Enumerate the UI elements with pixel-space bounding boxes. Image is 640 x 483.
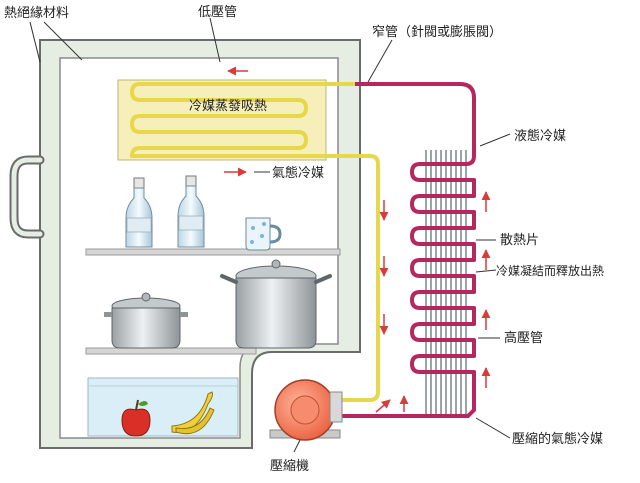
evaporator: 冷媒蒸發吸熱 [117, 79, 370, 161]
flow-arrows [224, 66, 491, 413]
label-liquid-refrigerant: 液態冷媒 [514, 128, 566, 144]
label-low-pressure-pipe: 低壓管 [198, 5, 237, 20]
label-high-pressure-pipe: 高壓管 [504, 330, 543, 346]
leader-lines [29, 17, 511, 453]
compressor-icon [269, 379, 343, 441]
evaporator-label: 冷媒蒸發吸熱 [189, 99, 267, 114]
banana-icon [171, 391, 215, 435]
condenser-coil [355, 82, 476, 390]
label-compressed-gas: 壓縮的氣態冷媒 [512, 431, 603, 447]
label-capillary: 窄管（針閥或膨脹閥） [372, 24, 502, 40]
bottle-icon [125, 177, 153, 248]
discharge-line [335, 390, 476, 418]
apple-icon [121, 399, 151, 437]
mug-icon [245, 217, 282, 251]
label-fins: 散熱片 [500, 233, 539, 248]
low-pressure-line [335, 154, 380, 402]
label-gas-refrigerant: 氣態冷媒 [272, 165, 324, 181]
label-condensing: 冷媒凝結而釋放出熱 [496, 263, 604, 278]
crisper-drawer [87, 377, 239, 437]
pot-icon [220, 259, 332, 349]
door-handle [9, 155, 45, 239]
label-compressor: 壓縮機 [270, 458, 309, 474]
label-insulation: 熱絕緣材料 [4, 6, 69, 21]
bottle-icon [177, 175, 205, 248]
pot-icon [104, 292, 188, 349]
condenser-fins [425, 150, 467, 414]
